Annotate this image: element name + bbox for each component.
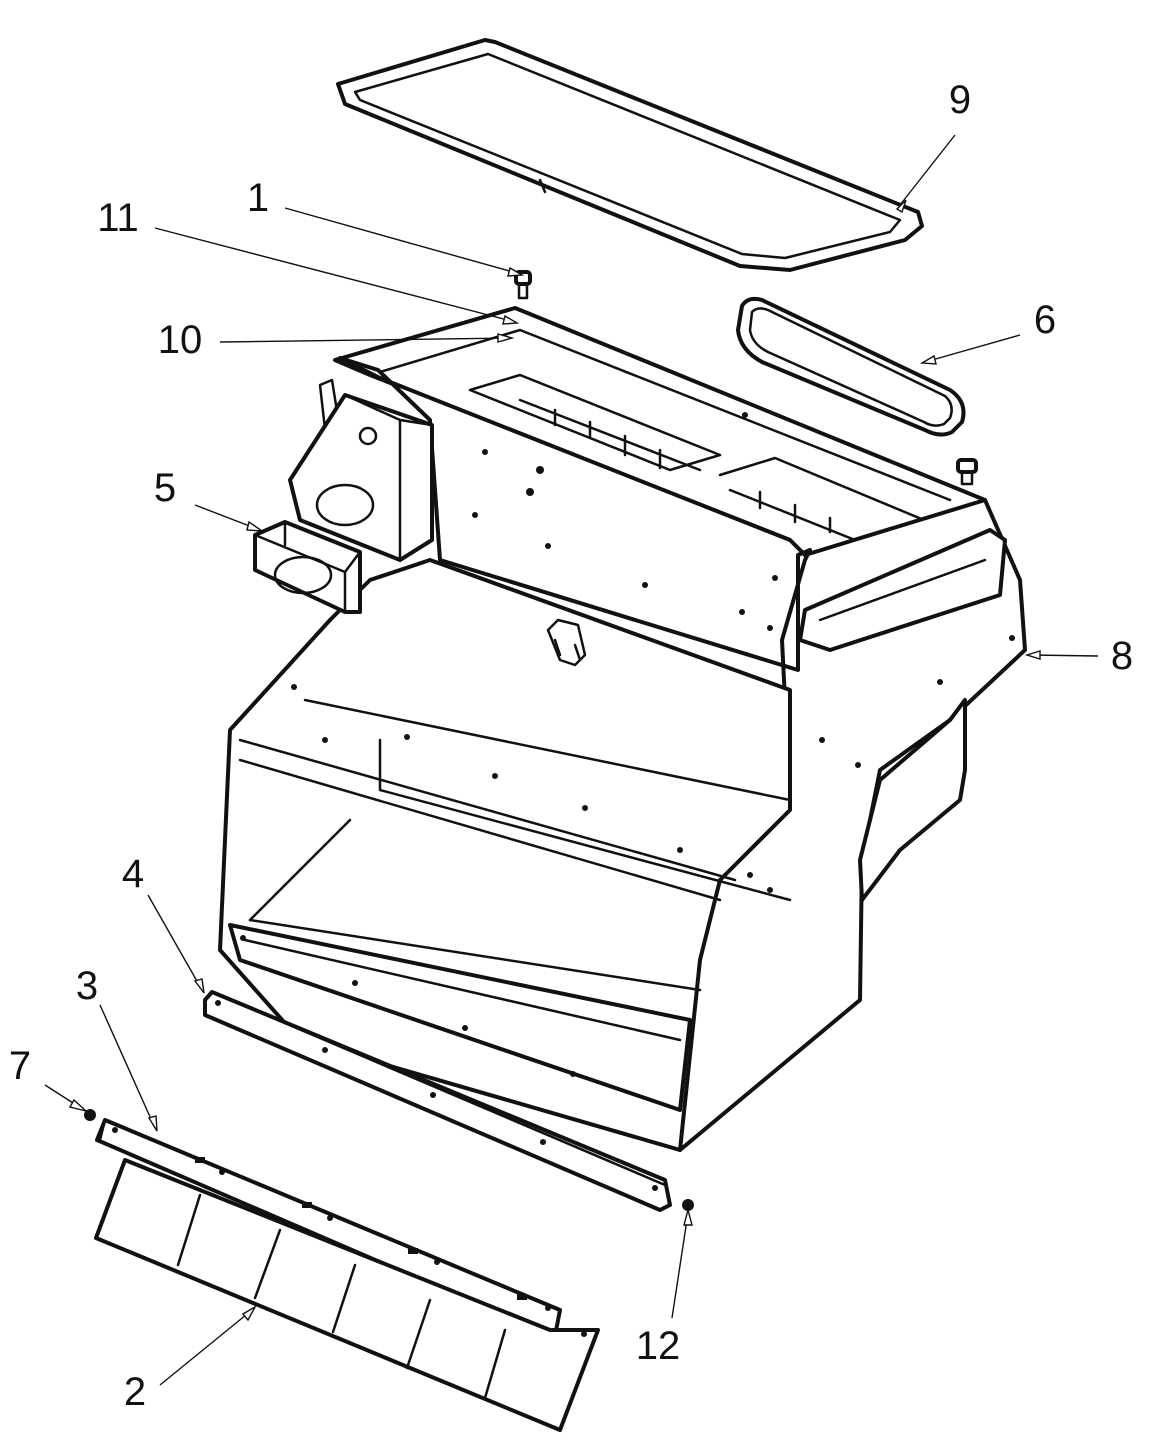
- callout-4: 4: [121, 852, 145, 896]
- part-2-flap: [94, 1158, 600, 1432]
- fastener-right: [956, 458, 978, 486]
- callout-12: 12: [635, 1324, 681, 1368]
- part-4-angle-strip: [203, 990, 672, 1212]
- callout-3: 3: [75, 964, 99, 1008]
- callout-7: 7: [8, 1044, 32, 1088]
- callout-2: 2: [123, 1370, 147, 1414]
- leader-lines: [44, 134, 1099, 1386]
- callout-10: 10: [157, 318, 203, 362]
- callout-6: 6: [1033, 298, 1057, 342]
- part-5-plate: [253, 520, 362, 614]
- part-housing-box: [288, 393, 434, 562]
- part-9-top-frame: [336, 38, 924, 272]
- rivet-holes: [112, 412, 1015, 1337]
- part-1-fastener: [514, 270, 532, 300]
- callout-5: 5: [153, 466, 177, 510]
- part-12-nut: [682, 1199, 694, 1211]
- callout-9: 9: [948, 78, 972, 122]
- callout-11: 11: [97, 196, 139, 240]
- part-6-gasket: [736, 296, 966, 437]
- callout-8: 8: [1110, 634, 1134, 678]
- part-7-nut: [84, 1109, 96, 1121]
- callout-1: 1: [246, 176, 270, 220]
- part-8-main-housing: [218, 306, 1027, 1152]
